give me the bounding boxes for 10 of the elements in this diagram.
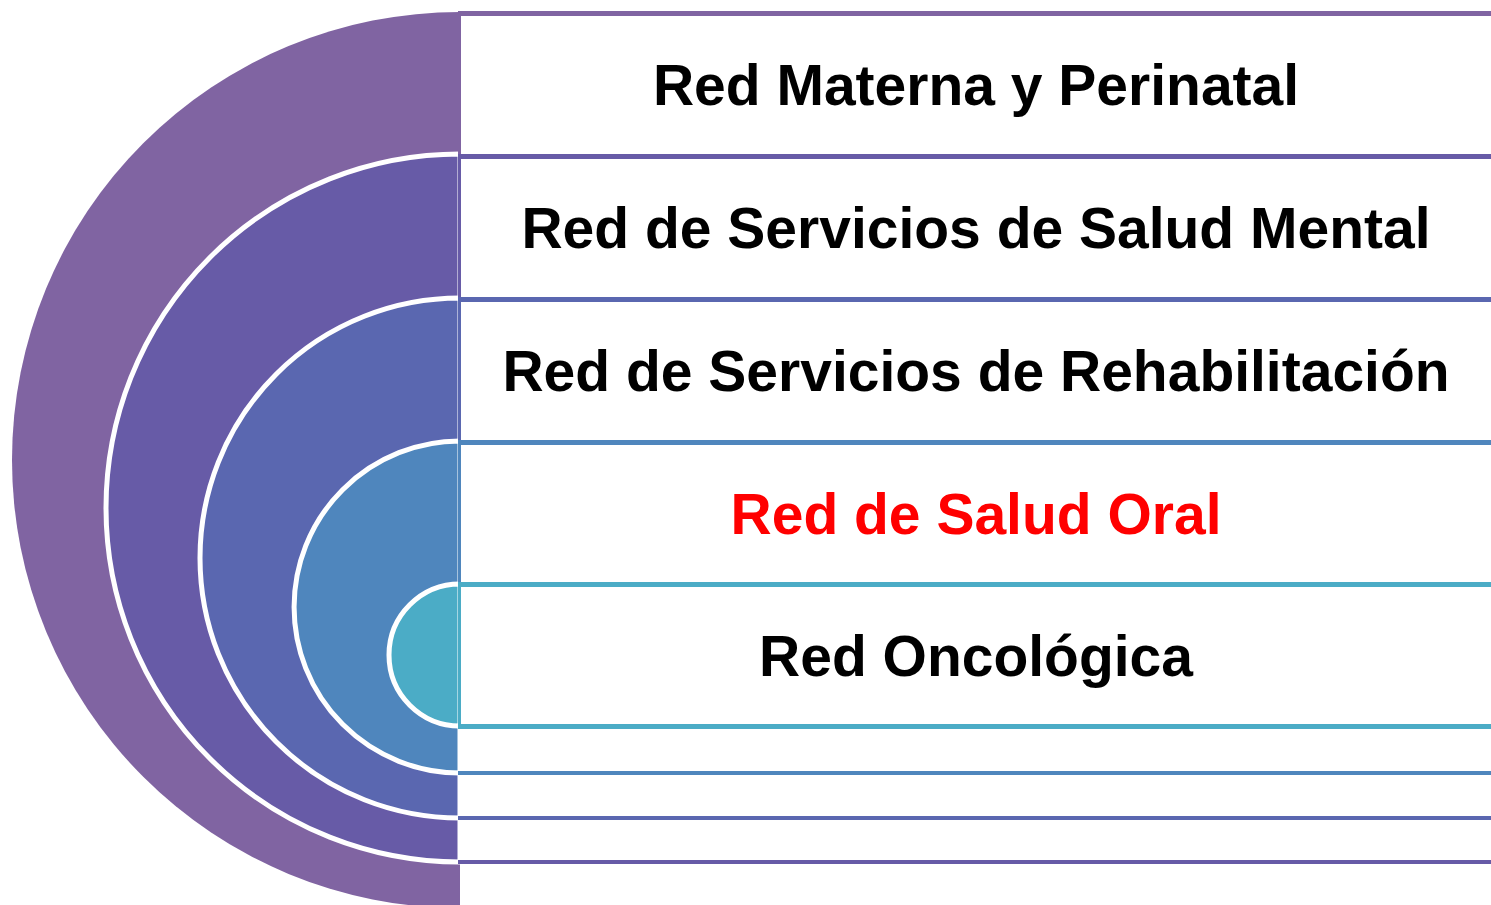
band-row	[458, 440, 1491, 582]
band-row	[458, 297, 1491, 440]
band-title: Red de Servicios de Salud Mental	[521, 195, 1431, 261]
band-title: Red de Salud Oral	[730, 480, 1222, 547]
band-row	[458, 11, 1491, 154]
band-title: Red de Servicios de Rehabilitación	[502, 338, 1450, 404]
band-row	[458, 582, 1491, 729]
band-title: Red Oncológica	[759, 622, 1193, 689]
band-row	[458, 154, 1491, 297]
band-title: Red Materna y Perinatal	[652, 52, 1300, 118]
